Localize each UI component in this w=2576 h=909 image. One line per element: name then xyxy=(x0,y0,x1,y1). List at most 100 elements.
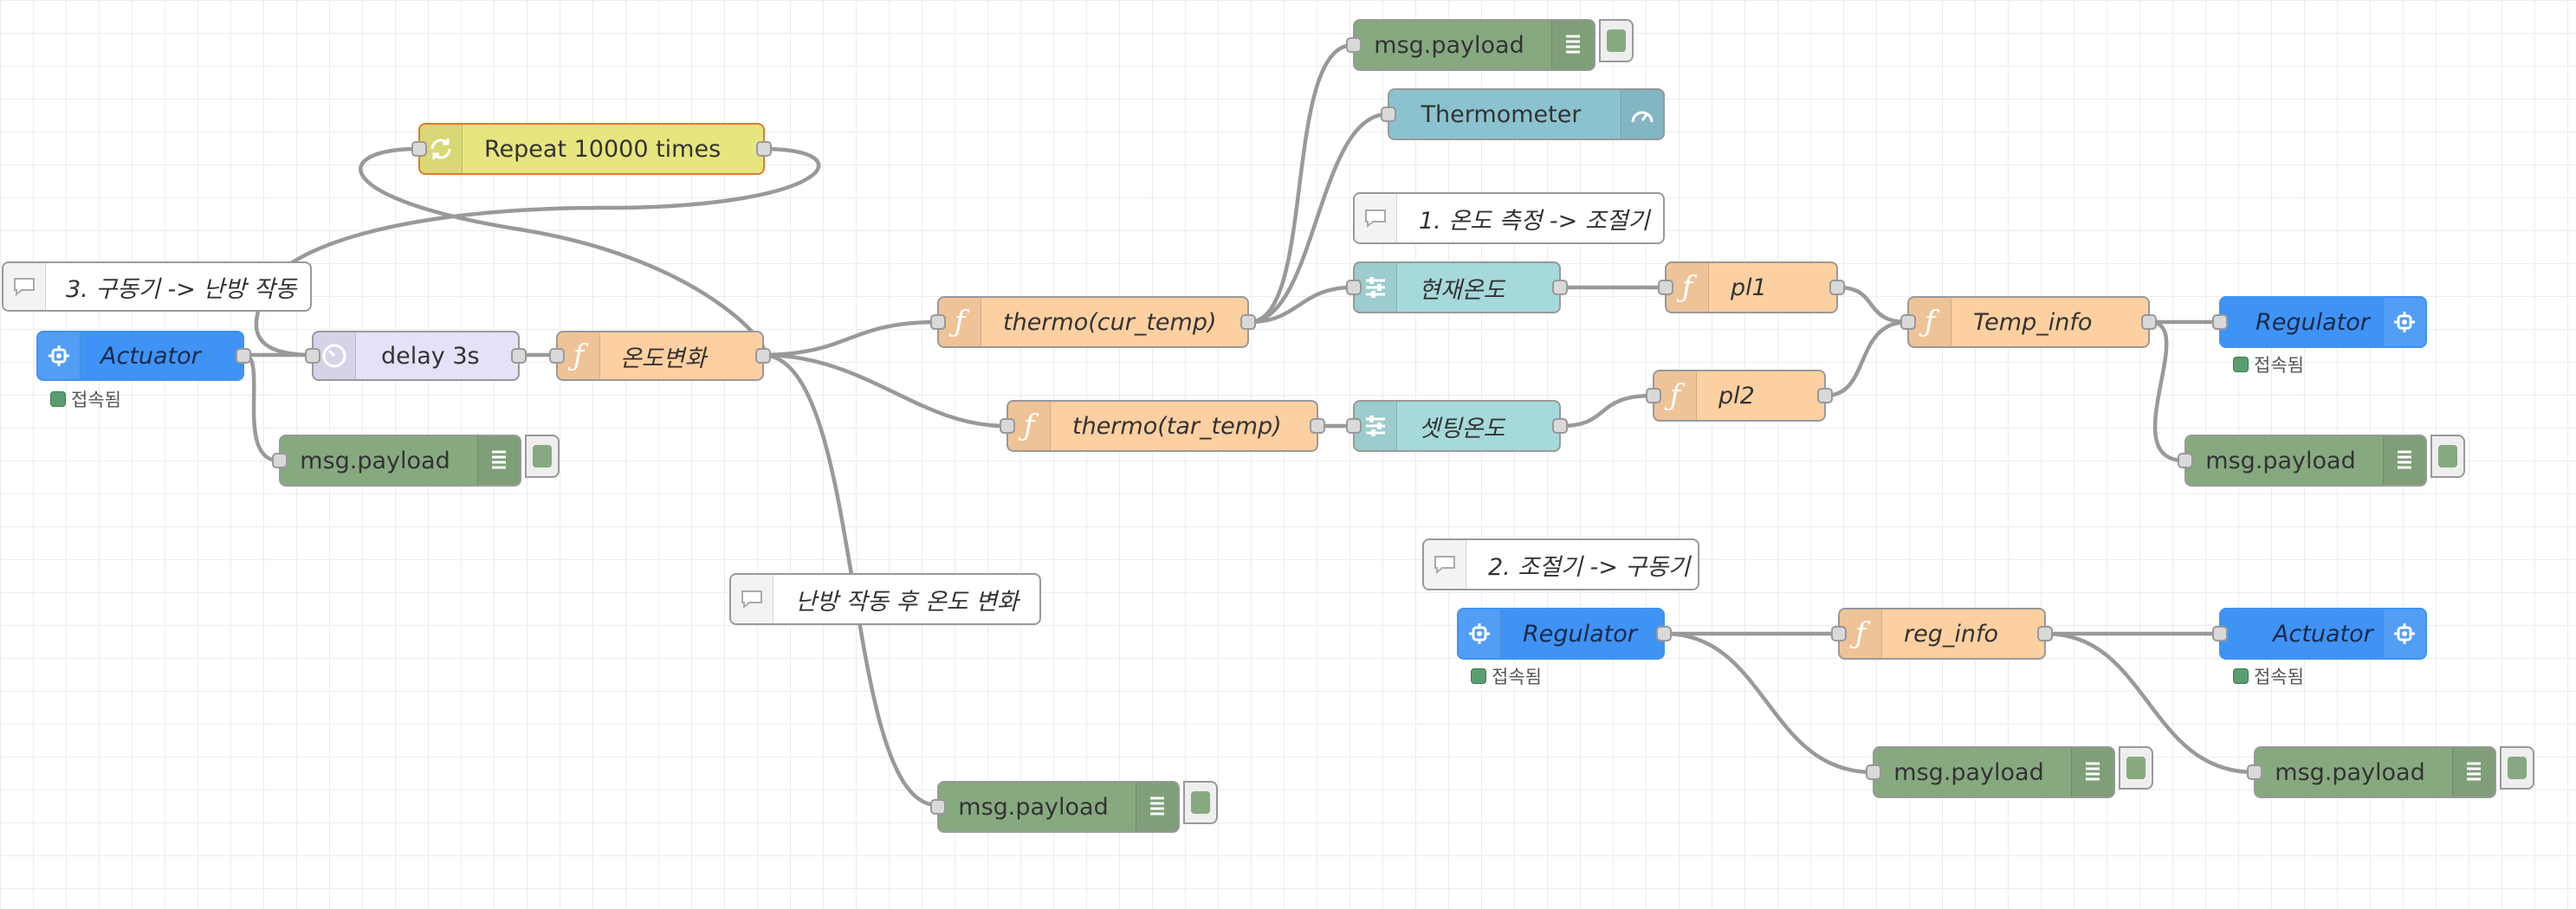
input-port[interactable] xyxy=(305,348,320,364)
function-node-pl1[interactable]: ƒ pl1 xyxy=(1658,261,1845,313)
gauge-node-thermometer[interactable]: Thermometer xyxy=(1381,88,1665,140)
node-label: pl1 xyxy=(1731,274,1767,301)
function-icon: ƒ xyxy=(1667,263,1709,312)
output-port[interactable] xyxy=(1552,280,1568,295)
status-connected: 접속됨 xyxy=(2233,351,2304,377)
mqtt-in-node-regulator[interactable]: Regulator xyxy=(1457,608,1672,660)
output-port[interactable] xyxy=(755,348,771,364)
node-label: 2. 조절기 -> 구동기 xyxy=(1488,553,1690,581)
node-label: msg.payload xyxy=(1893,758,2044,786)
speech-bubble-icon xyxy=(3,263,46,310)
status-dot xyxy=(2233,357,2249,372)
debug-node[interactable]: msg.payload xyxy=(1346,19,1634,71)
chip-icon xyxy=(1459,609,1501,658)
function-node-temp-info[interactable]: ƒ Temp_info xyxy=(1900,296,2157,348)
wire xyxy=(761,319,938,358)
input-port[interactable] xyxy=(1831,626,1847,641)
wire xyxy=(359,146,767,358)
node-label: msg.payload xyxy=(958,793,1109,821)
debug-node[interactable]: msg.payload xyxy=(2247,746,2534,798)
wire xyxy=(243,352,280,463)
comment-node[interactable]: 2. 조절기 -> 구동기 xyxy=(1422,538,1699,590)
status-connected: 접속됨 xyxy=(1471,663,1542,689)
change-node-set-temp[interactable]: 셋팅온도 xyxy=(1346,400,1568,452)
debug-toggle-button[interactable] xyxy=(1599,19,1634,62)
output-port[interactable] xyxy=(2037,626,2053,641)
debug-toggle-button[interactable] xyxy=(525,435,560,478)
input-port[interactable] xyxy=(2212,626,2228,641)
input-port[interactable] xyxy=(2178,453,2193,468)
node-label: Regulator xyxy=(2256,308,2370,336)
function-node-thermo-cur[interactable]: ƒ thermo(cur_temp) xyxy=(930,296,1256,348)
sliders-icon xyxy=(1355,402,1397,450)
input-port[interactable] xyxy=(1346,418,1362,434)
list-icon xyxy=(2452,748,2495,796)
output-port[interactable] xyxy=(2141,314,2157,330)
output-port[interactable] xyxy=(1829,280,1845,295)
output-port[interactable] xyxy=(756,141,772,157)
debug-toggle-button[interactable] xyxy=(1183,781,1218,824)
mqtt-out-node-regulator[interactable]: Regulator xyxy=(2212,296,2427,348)
function-icon: ƒ xyxy=(1840,609,1882,658)
wire xyxy=(1248,42,1354,325)
output-port[interactable] xyxy=(511,348,527,364)
chip-icon xyxy=(2383,609,2425,658)
node-label: msg.payload xyxy=(1374,31,1524,59)
mqtt-out-node-actuator[interactable]: Actuator xyxy=(36,331,251,381)
input-port[interactable] xyxy=(930,799,946,815)
input-port[interactable] xyxy=(1346,280,1362,295)
comment-node[interactable]: 1. 온도 측정 -> 조절기 xyxy=(1353,192,1665,244)
inject-node[interactable]: Repeat 10000 times xyxy=(411,123,772,175)
wire xyxy=(1248,285,1354,325)
node-label: Thermometer xyxy=(1421,100,1582,128)
input-port[interactable] xyxy=(930,314,946,330)
mqtt-out-node-actuator[interactable]: Actuator xyxy=(2212,608,2427,660)
output-port[interactable] xyxy=(1552,418,1568,434)
debug-node[interactable]: msg.payload xyxy=(2178,435,2465,487)
input-port[interactable] xyxy=(1346,37,1362,53)
input-port[interactable] xyxy=(272,453,288,468)
list-icon xyxy=(2383,436,2425,485)
input-port[interactable] xyxy=(2212,314,2228,330)
input-port[interactable] xyxy=(1000,418,1015,434)
comment-node[interactable]: 난방 작동 후 온도 변화 xyxy=(729,573,1041,625)
status-dot xyxy=(50,391,66,407)
node-label: 3. 구동기 -> 난방 작동 xyxy=(66,275,297,303)
node-label: Repeat 10000 times xyxy=(484,135,722,163)
input-port[interactable] xyxy=(1900,314,1916,330)
output-port[interactable] xyxy=(236,348,251,364)
list-icon xyxy=(1551,21,1594,69)
debug-toggle-button[interactable] xyxy=(2119,746,2153,790)
function-node-reg-info[interactable]: ƒ reg_info xyxy=(1831,608,2053,660)
debug-node[interactable]: msg.payload xyxy=(272,435,560,487)
comment-node[interactable]: 3. 구동기 -> 난방 작동 xyxy=(2,261,312,312)
input-port[interactable] xyxy=(1646,388,1661,403)
delay-node[interactable]: delay 3s xyxy=(305,331,527,381)
debug-node[interactable]: msg.payload xyxy=(1866,746,2153,798)
input-port[interactable] xyxy=(1866,764,1881,780)
input-port[interactable] xyxy=(2247,764,2262,780)
function-node-pl2[interactable]: ƒ pl2 xyxy=(1646,370,1833,422)
output-port[interactable] xyxy=(1656,626,1672,641)
input-port[interactable] xyxy=(1381,106,1396,122)
debug-toggle-button[interactable] xyxy=(2430,435,2465,478)
input-port[interactable] xyxy=(1658,280,1673,295)
node-label: thermo(cur_temp) xyxy=(1003,308,1217,336)
speech-bubble-icon xyxy=(1424,540,1466,589)
list-icon xyxy=(2071,748,2113,796)
output-port[interactable] xyxy=(1310,418,1325,434)
function-node-thermo-tar[interactable]: ƒ thermo(tar_temp) xyxy=(1000,400,1325,452)
input-port[interactable] xyxy=(549,348,565,364)
debug-toggle-button[interactable] xyxy=(2500,746,2534,790)
status-connected: 접속됨 xyxy=(2233,663,2304,689)
debug-node[interactable]: msg.payload xyxy=(930,781,1218,833)
change-node-cur-temp[interactable]: 현재온도 xyxy=(1346,261,1568,313)
status-connected: 접속됨 xyxy=(50,386,121,412)
wire xyxy=(2149,319,2185,463)
input-port[interactable] xyxy=(411,141,427,157)
chip-icon xyxy=(38,332,81,379)
output-port[interactable] xyxy=(1817,388,1833,403)
function-node-temp-change[interactable]: ƒ 온도변화 xyxy=(549,331,771,381)
output-port[interactable] xyxy=(1240,314,1256,330)
